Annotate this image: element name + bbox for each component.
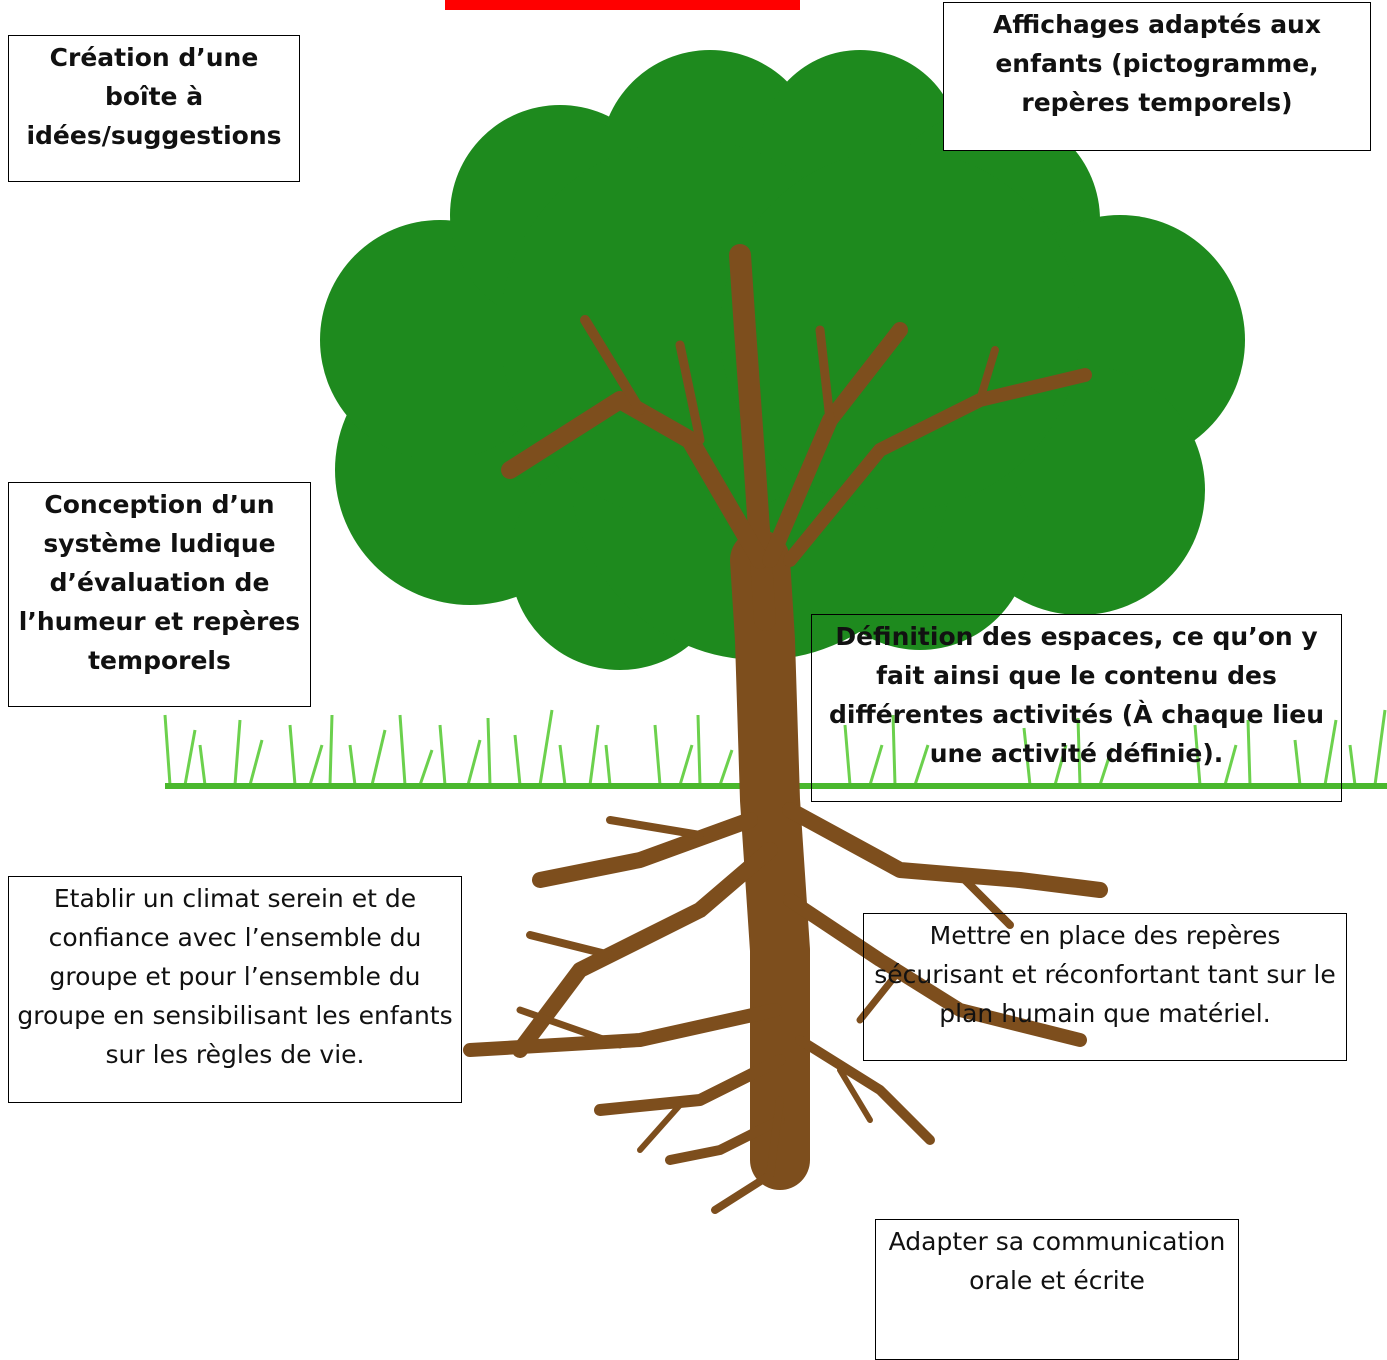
tree-trunk xyxy=(463,244,1108,1214)
label-idea-box: Création d’une boîte à idées/suggestions xyxy=(8,35,300,182)
label-climate: Etablir un climat serein et de confiance… xyxy=(8,876,462,1103)
label-communication: Adapter sa communication orale et écrite xyxy=(875,1219,1239,1360)
label-space-definition: Définition des espaces, ce qu’on y fait … xyxy=(811,614,1342,802)
title-underline xyxy=(445,0,800,10)
grass xyxy=(163,709,1387,786)
label-child-displays: Affichages adaptés aux enfants (pictogra… xyxy=(943,2,1371,151)
label-reassuring-landmarks: Mettre en place des repères sécurisant e… xyxy=(863,913,1347,1061)
label-mood-system: Conception d’un système ludique d’évalua… xyxy=(8,482,311,707)
